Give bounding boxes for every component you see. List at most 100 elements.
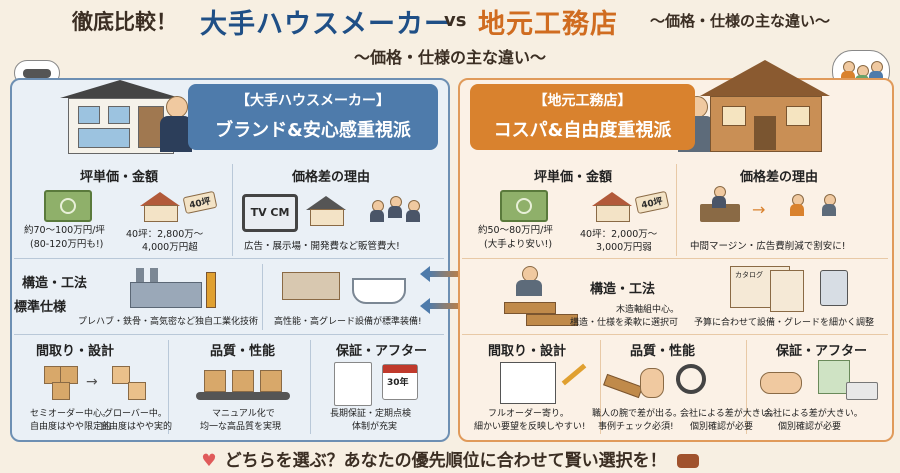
right-quality-text1: 職人の腕で差が出る。 bbox=[592, 409, 683, 419]
staff-icon bbox=[712, 186, 726, 208]
divider bbox=[168, 340, 169, 434]
divider bbox=[676, 164, 677, 256]
divider bbox=[232, 164, 233, 256]
right-structure-text1: 木造軸組中心。 bbox=[616, 305, 680, 315]
left-quality-text1: マニュアル化で bbox=[212, 409, 275, 419]
product-box-icon bbox=[204, 370, 226, 392]
right-reason-text: 中間マージン・広告費削減で割安に! bbox=[690, 241, 846, 252]
divider bbox=[462, 334, 888, 335]
title-prefix: 徹底比較！ bbox=[72, 10, 177, 34]
left-structure-header: 構造・工法 bbox=[22, 276, 88, 291]
footer-text: どちらを選ぶ？あなたの優先順位に合わせて賢い選択を！ bbox=[224, 451, 667, 471]
showroom-icon bbox=[306, 196, 346, 226]
product-box-icon bbox=[260, 370, 282, 392]
factory-icon bbox=[130, 268, 202, 308]
salesman-icon bbox=[158, 96, 194, 154]
staff-icon bbox=[406, 200, 420, 222]
right-layout-text1: フルオーダー寄り。 bbox=[488, 409, 569, 419]
right-quality-text2: 事例チェック必須! bbox=[598, 422, 674, 432]
right-price-per-tsubo: 約50～80万円/坪 bbox=[478, 225, 553, 236]
left-layout-text4: 自由度はやや実的 bbox=[100, 422, 173, 432]
left-price-total-max: 4,000万円超 bbox=[142, 242, 198, 253]
calendar-icon: 30年 bbox=[382, 364, 418, 400]
left-warranty-text1: 長期保証・定期点検 bbox=[330, 409, 412, 419]
right-structure-header: 構造・工法 bbox=[590, 282, 656, 297]
modern-house-icon bbox=[60, 62, 180, 154]
house-icon bbox=[592, 192, 632, 222]
right-quality-header: 品質・性能 bbox=[630, 344, 696, 359]
right-price-header: 坪単価・金額 bbox=[534, 170, 613, 185]
right-warranty-text2: 個別確認が必要 bbox=[778, 422, 842, 432]
right-spec-text: 予算に合わせて設備・グレードを細かく調整 bbox=[694, 318, 875, 328]
arrow-right-icon: → bbox=[86, 374, 98, 390]
money-icon bbox=[500, 190, 548, 222]
left-quality-text2: 均一な高品質を実現 bbox=[200, 422, 282, 432]
conveyor-icon bbox=[196, 392, 290, 400]
right-warranty-text1: 会社による差が大きい。 bbox=[764, 409, 863, 419]
left-price-header: 坪単価・金額 bbox=[80, 170, 159, 185]
divider bbox=[14, 334, 444, 335]
block-icon bbox=[128, 382, 146, 400]
staff-icon bbox=[388, 196, 402, 218]
handshake-icon bbox=[760, 372, 802, 394]
left-layout-text2: 自由度はやや限定的 bbox=[30, 422, 112, 432]
right-banner-tagline: コスパ&自由度重視派 bbox=[493, 120, 672, 141]
divider bbox=[600, 340, 601, 434]
left-warranty-header: 保証・アフター bbox=[336, 344, 428, 359]
tv-icon: TV CM bbox=[242, 194, 298, 232]
right-banner-title: 【地元工務店】 bbox=[533, 93, 632, 109]
subtitle: ～価格・仕様の主な違い～ bbox=[353, 48, 546, 67]
title-row: 徹底比較！ 大手ハウスメーカー vs 地元工務店 ～価格・仕様の主な違い～ bbox=[0, 0, 900, 44]
calendar-label: 30年 bbox=[387, 378, 409, 388]
bathtub-icon bbox=[352, 278, 406, 304]
right-price-total: 40坪：2,000万～ bbox=[580, 229, 658, 240]
left-layout-text1: セミオーダー中心。 bbox=[30, 409, 112, 419]
right-price-total-max: 3,000万円弱 bbox=[596, 242, 652, 253]
divider bbox=[462, 258, 888, 259]
carpenter-working-icon bbox=[514, 266, 544, 296]
robot-arm-icon bbox=[206, 272, 216, 308]
block-icon bbox=[52, 382, 70, 400]
catalog-label: カタログ bbox=[735, 271, 763, 279]
right-warranty-header: 保証・アフター bbox=[776, 344, 868, 359]
catalog-icon bbox=[770, 270, 804, 312]
divider bbox=[746, 340, 747, 434]
left-quality-header: 品質・性能 bbox=[210, 344, 276, 359]
left-price-note: (80-120万円も!) bbox=[30, 239, 104, 250]
left-layout-header: 間取り・設計 bbox=[36, 344, 115, 359]
right-layout-text2: 細かい要望を反映しやすい! bbox=[474, 422, 586, 432]
right-layout-header: 間取り・設計 bbox=[488, 344, 567, 359]
left-spec-text: 高性能・高グレード設備が標準装備! bbox=[274, 317, 422, 327]
left-banner-title: 【大手ハウスメーカー】 bbox=[236, 93, 390, 109]
lumber-icon bbox=[504, 302, 556, 314]
truck-icon bbox=[846, 382, 878, 400]
carpenter-small-icon bbox=[822, 194, 836, 216]
divider bbox=[310, 340, 311, 434]
staff-icon bbox=[370, 200, 384, 222]
map-icon bbox=[818, 360, 850, 394]
left-structure-text: プレハブ・鉄骨・高気密など独自工業化技術 bbox=[78, 317, 259, 327]
left-banner: 【大手ハウスメーカー】 ブランド&安心感重視派 bbox=[188, 84, 438, 150]
house-icon bbox=[140, 192, 180, 222]
left-warranty-text2: 体制が充実 bbox=[352, 422, 398, 432]
right-price-note: (大手より安い!) bbox=[484, 239, 553, 250]
divider bbox=[14, 258, 444, 259]
product-box-icon bbox=[232, 370, 254, 392]
magnifier-icon bbox=[676, 364, 706, 394]
left-price-per-tsubo: 約70～100万円/坪 bbox=[24, 225, 105, 236]
footer-banner: ♥どちらを選ぶ？あなたの優先順位に合わせて賢い選択を！ bbox=[0, 446, 900, 473]
left-spec-header: 標準仕様 bbox=[14, 300, 67, 315]
left-reason-text: 広告・展示場・開発費など販管費大! bbox=[244, 241, 400, 252]
hand-icon bbox=[640, 368, 664, 398]
money-icon bbox=[44, 190, 92, 222]
title-vs: vs bbox=[444, 10, 467, 31]
left-banner-tagline: ブランド&安心感重視派 bbox=[215, 120, 411, 141]
right-quality-text3: 会社による差が大きい。 bbox=[680, 409, 779, 419]
title-left: 大手ハウスメーカー bbox=[200, 9, 452, 40]
block-icon bbox=[112, 366, 130, 384]
left-layout-text3: グローバー中。 bbox=[104, 409, 167, 419]
floorplan-icon bbox=[500, 362, 556, 404]
kitchen-icon bbox=[282, 272, 340, 300]
customer-icon bbox=[790, 194, 804, 216]
right-banner: 【地元工務店】 コスパ&自由度重視派 bbox=[470, 84, 695, 150]
